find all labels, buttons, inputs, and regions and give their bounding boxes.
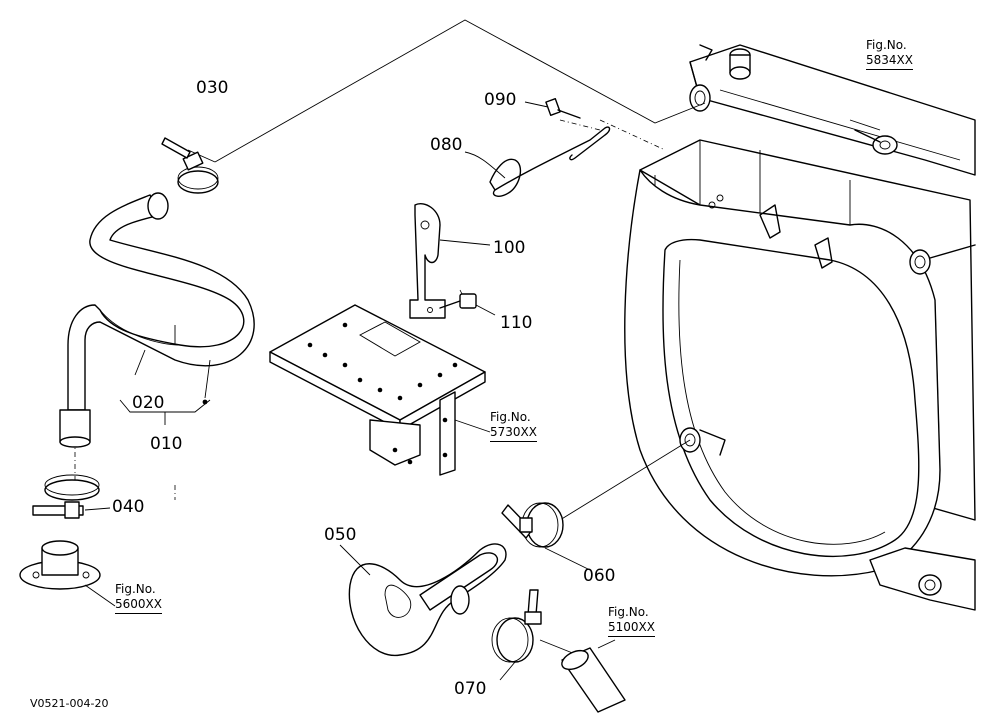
part-040-clamp [32, 474, 111, 519]
mounting-plate [269, 304, 491, 476]
part-090-bolt [524, 98, 581, 119]
figref-radiator-title: Fig.No. [866, 38, 907, 52]
figref-thermostat-number: 5600XX [115, 597, 162, 614]
label-030: 030 [196, 78, 229, 98]
group-010-bracket [119, 399, 211, 425]
figref-thermostat-title: Fig.No. [115, 582, 156, 596]
part-050-hose [339, 543, 507, 656]
label-110: 110 [500, 313, 533, 333]
figref-pipe-title: Fig.No. [608, 605, 649, 619]
part-020-hose [59, 192, 255, 448]
label-050: 050 [324, 525, 357, 545]
part-030-clamp [161, 137, 219, 194]
radiator-illustration [624, 44, 976, 611]
part-110-bolt [439, 293, 496, 316]
label-070: 070 [454, 679, 487, 699]
pipe-5100xx [561, 639, 626, 713]
label-100: 100 [493, 238, 526, 258]
part-070-clamp [491, 589, 542, 681]
part-100-stay [409, 203, 491, 319]
figref-radiator-number: 5834XX [866, 53, 913, 70]
figref-bracket-title: Fig.No. [490, 410, 531, 424]
label-080: 080 [430, 135, 463, 155]
thermostat-housing [19, 540, 116, 607]
diagram-code: V0521-004-20 [30, 697, 109, 710]
label-010: 010 [150, 434, 183, 454]
figref-bracket-number: 5730XX [490, 425, 537, 442]
label-090: 090 [484, 90, 517, 110]
label-060: 060 [583, 566, 616, 586]
label-040: 040 [112, 497, 145, 517]
part-080-rod [464, 126, 611, 197]
figref-radiator: Fig.No. 5834XX [866, 38, 913, 70]
part-060-clamp [501, 502, 591, 571]
label-020: 020 [132, 393, 165, 413]
figref-pipe: Fig.No. 5100XX [608, 605, 655, 637]
figref-bracket: Fig.No. 5730XX [490, 410, 537, 442]
figref-pipe-number: 5100XX [608, 620, 655, 637]
figref-thermostat: Fig.No. 5600XX [115, 582, 162, 614]
